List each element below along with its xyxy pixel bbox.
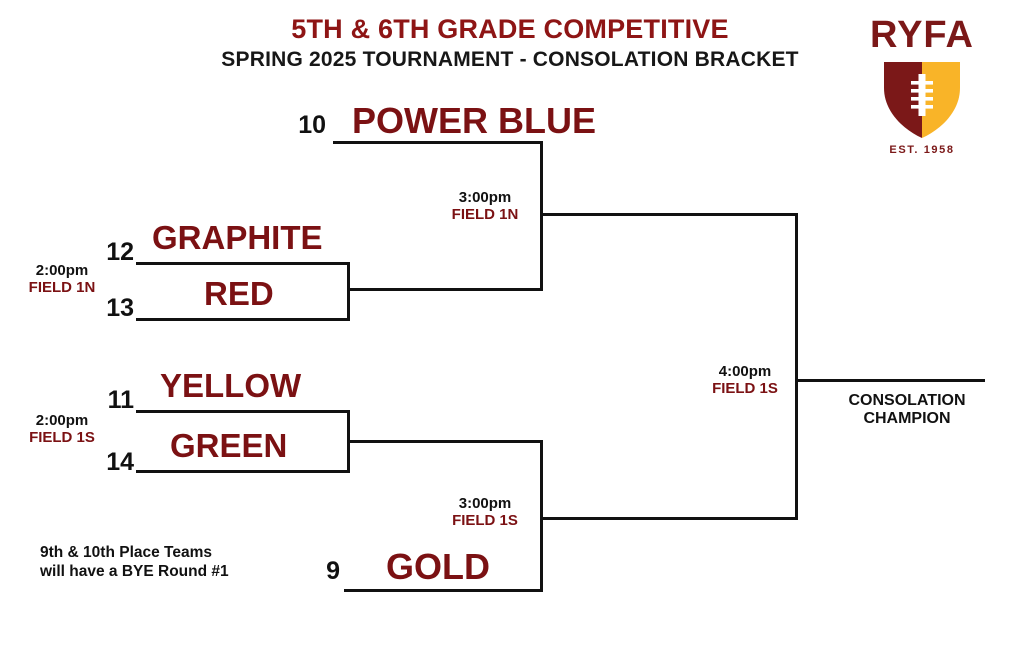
bracket-feed-r2-north <box>540 213 798 216</box>
game-time-r1-north: 2:00pm <box>35 262 89 279</box>
seed-red: 13 <box>106 294 134 322</box>
bye-note-line-2: will have a BYE Round #1 <box>40 563 229 581</box>
bracket-line-yellow <box>136 410 350 413</box>
bracket-line-red <box>136 318 350 321</box>
seed-power-blue: 10 <box>298 111 326 139</box>
bracket-connector-r2-south <box>540 440 543 592</box>
seed-yellow: 11 <box>107 386 134 414</box>
title-main: 5TH & 6TH GRADE COMPETITIVE <box>291 14 729 44</box>
shield-icon <box>884 62 960 138</box>
ryfa-wordmark: RYFA <box>870 14 974 56</box>
team-yellow: YELLOW <box>160 367 302 404</box>
game-label-r1-north: 2:00pm FIELD 1N <box>12 262 112 297</box>
team-gold: GOLD <box>386 546 490 587</box>
established-text: EST. 1958 <box>889 144 955 156</box>
bracket-line-green <box>136 470 350 473</box>
team-graphite: GRAPHITE <box>152 219 323 256</box>
game-label-r2-south: 3:00pm FIELD 1S <box>425 495 545 530</box>
bracket-feed-r1-north <box>347 288 543 291</box>
game-label-r2-north: 3:00pm FIELD 1N <box>425 189 545 224</box>
bracket-line-power-blue <box>333 141 543 144</box>
bracket-line-graphite <box>136 262 350 265</box>
bye-note: 9th & 10th Place Teams will have a BYE R… <box>40 543 229 582</box>
game-time-r1-south: 2:00pm <box>35 412 89 429</box>
bracket-connector-r2-north <box>540 141 543 291</box>
game-field-final: FIELD 1S <box>712 379 778 397</box>
seed-gold: 9 <box>326 557 340 585</box>
bracket-line-champion <box>795 379 985 382</box>
champion-line-2: CHAMPION <box>863 410 951 428</box>
team-red: RED <box>204 275 274 312</box>
game-time-r2-south: 3:00pm <box>458 495 512 512</box>
seed-green: 14 <box>106 448 134 476</box>
bracket-feed-r1-south <box>347 440 543 443</box>
seed-graphite: 12 <box>106 238 134 266</box>
champion-label: CONSOLATION CHAMPION <box>812 392 1002 429</box>
title-subtitle: SPRING 2025 TOURNAMENT - CONSOLATION BRA… <box>221 48 799 72</box>
bracket-feed-r2-south <box>540 517 798 520</box>
game-field-r1-north: FIELD 1N <box>28 278 96 296</box>
game-field-r2-south: FIELD 1S <box>452 511 518 529</box>
bye-note-line-1: 9th & 10th Place Teams <box>40 544 213 561</box>
champion-line-1: CONSOLATION <box>848 392 966 409</box>
game-label-final: 4:00pm FIELD 1S <box>690 363 800 398</box>
team-power-blue: POWER BLUE <box>352 100 597 141</box>
game-label-r1-south: 2:00pm FIELD 1S <box>12 412 112 447</box>
game-field-r1-south: FIELD 1S <box>29 428 95 446</box>
team-green: GREEN <box>170 427 288 464</box>
bracket-line-gold <box>344 589 543 592</box>
game-time-r2-north: 3:00pm <box>458 189 512 206</box>
bracket-connector-r1-north <box>347 262 350 321</box>
ryfa-logo: RYFA EST. 1958 <box>856 16 988 166</box>
bracket-connector-final <box>795 213 798 520</box>
game-time-final: 4:00pm <box>718 363 772 380</box>
page-title: 5TH & 6TH GRADE COMPETITIVE SPRING 2025 … <box>180 14 840 72</box>
game-field-r2-north: FIELD 1N <box>451 205 519 223</box>
